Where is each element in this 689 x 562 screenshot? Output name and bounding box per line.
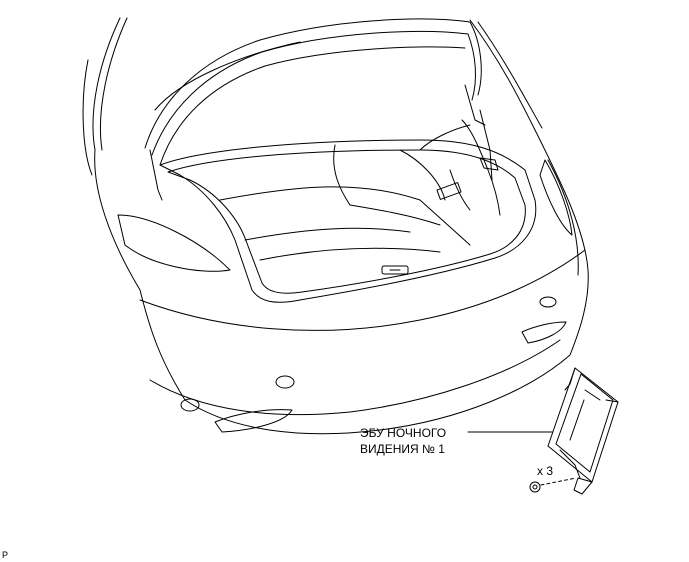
part-label-line-1: ЭБУ НОЧНОГО xyxy=(360,426,447,440)
trunk-opening xyxy=(160,110,536,302)
car-body xyxy=(83,18,588,434)
night-vision-ecu-part xyxy=(548,368,618,494)
trunk-lid xyxy=(145,19,485,200)
figure-code: P xyxy=(2,550,9,560)
part-label-line-2: ВИДЕНИЯ № 1 xyxy=(360,442,445,456)
fastener-quantity-label: x 3 xyxy=(537,464,554,478)
nut-fastener xyxy=(530,478,576,492)
